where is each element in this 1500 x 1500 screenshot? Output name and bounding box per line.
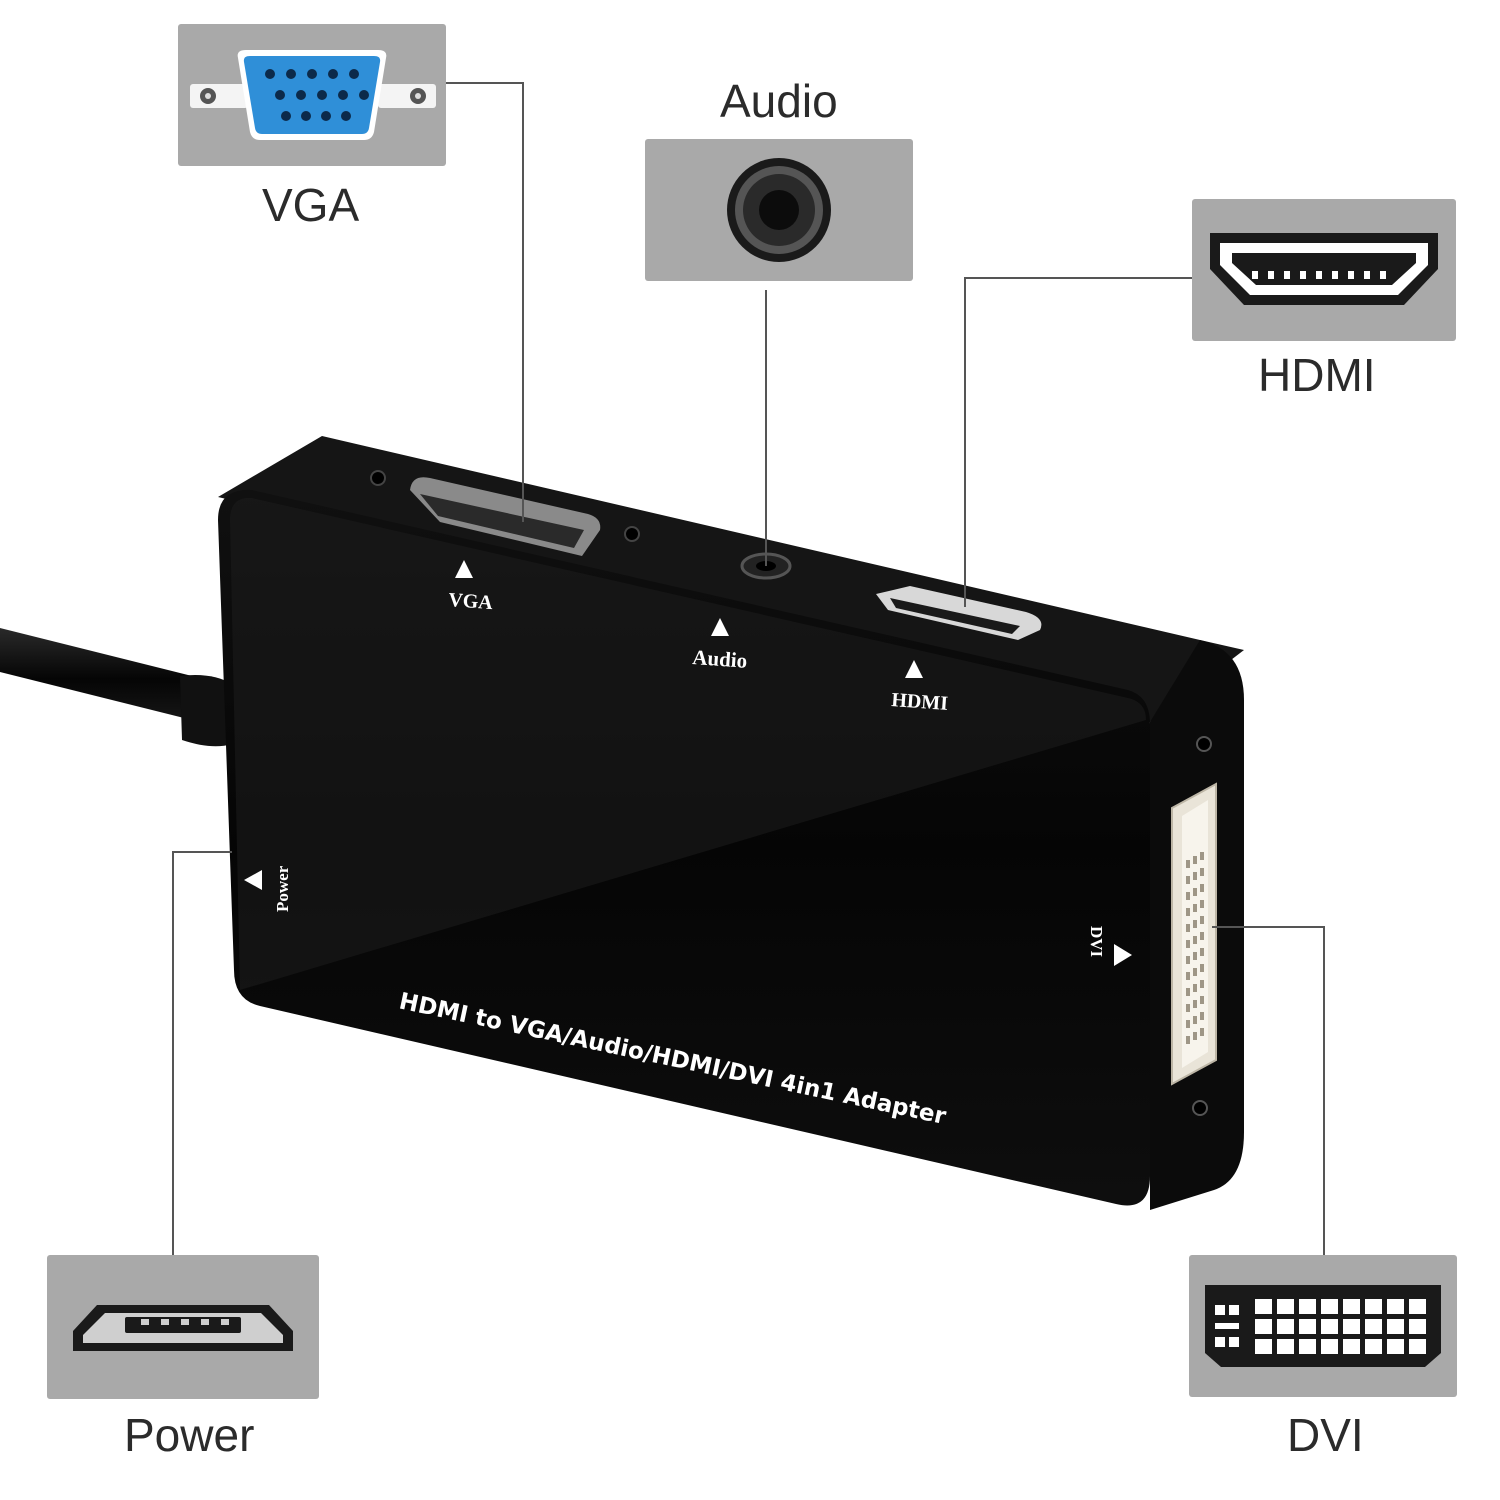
dvi-socket bbox=[1171, 782, 1217, 1086]
hdmi-leader-v bbox=[964, 277, 966, 607]
vga-screw-hole-right bbox=[624, 526, 640, 542]
power-indicator-arrow bbox=[244, 870, 262, 890]
device-label-hdmi: HDMI bbox=[891, 689, 949, 715]
hdmi-leader-h bbox=[964, 277, 1192, 279]
hdmi-socket bbox=[876, 586, 1042, 640]
power-leader-v bbox=[172, 851, 174, 1255]
dvi-leader-v bbox=[1323, 926, 1325, 1255]
device-label-audio: Audio bbox=[692, 645, 748, 673]
vga-indicator-arrow bbox=[455, 560, 473, 578]
vga-callout-label: VGA bbox=[262, 179, 360, 231]
device-label-dvi: DVI bbox=[1087, 926, 1106, 958]
vga-leader-v bbox=[522, 82, 524, 522]
dvi-leader-h bbox=[1212, 926, 1324, 928]
hdmi-icon-panel bbox=[1192, 199, 1456, 341]
audio-callout-label: Audio bbox=[720, 75, 838, 127]
vga-port-icon bbox=[190, 50, 436, 140]
dvi-screw-hole-bottom bbox=[1192, 1100, 1208, 1116]
power-callout-label: Power bbox=[124, 1409, 255, 1461]
dvi-icon-panel bbox=[1189, 1255, 1457, 1397]
vga-leader-h bbox=[446, 82, 524, 84]
audio-socket bbox=[740, 552, 792, 580]
power-leader-h bbox=[172, 851, 232, 853]
audio-indicator-arrow bbox=[711, 618, 729, 636]
audio-icon-panel bbox=[645, 139, 913, 281]
device-label-power: Power bbox=[273, 865, 292, 912]
vga-screw-hole-left bbox=[370, 470, 386, 486]
hdmi-port-icon bbox=[1210, 233, 1438, 305]
audio-jack-icon bbox=[727, 158, 831, 262]
micro-usb-port-icon bbox=[73, 1305, 293, 1351]
hdmi-callout-label: HDMI bbox=[1258, 349, 1376, 401]
device-label-vga: VGA bbox=[448, 589, 494, 614]
vga-icon-panel bbox=[178, 24, 446, 166]
hdmi-indicator-arrow bbox=[905, 660, 923, 678]
power-icon-panel bbox=[47, 1255, 319, 1399]
dvi-port-icon bbox=[1205, 1285, 1441, 1367]
dvi-indicator-arrow bbox=[1114, 944, 1132, 966]
dvi-callout-label: DVI bbox=[1287, 1409, 1364, 1461]
audio-leader-v bbox=[765, 290, 767, 566]
hdmi-input-cable bbox=[0, 628, 232, 747]
vga-socket bbox=[410, 477, 601, 556]
dvi-screw-hole-top bbox=[1196, 736, 1212, 752]
